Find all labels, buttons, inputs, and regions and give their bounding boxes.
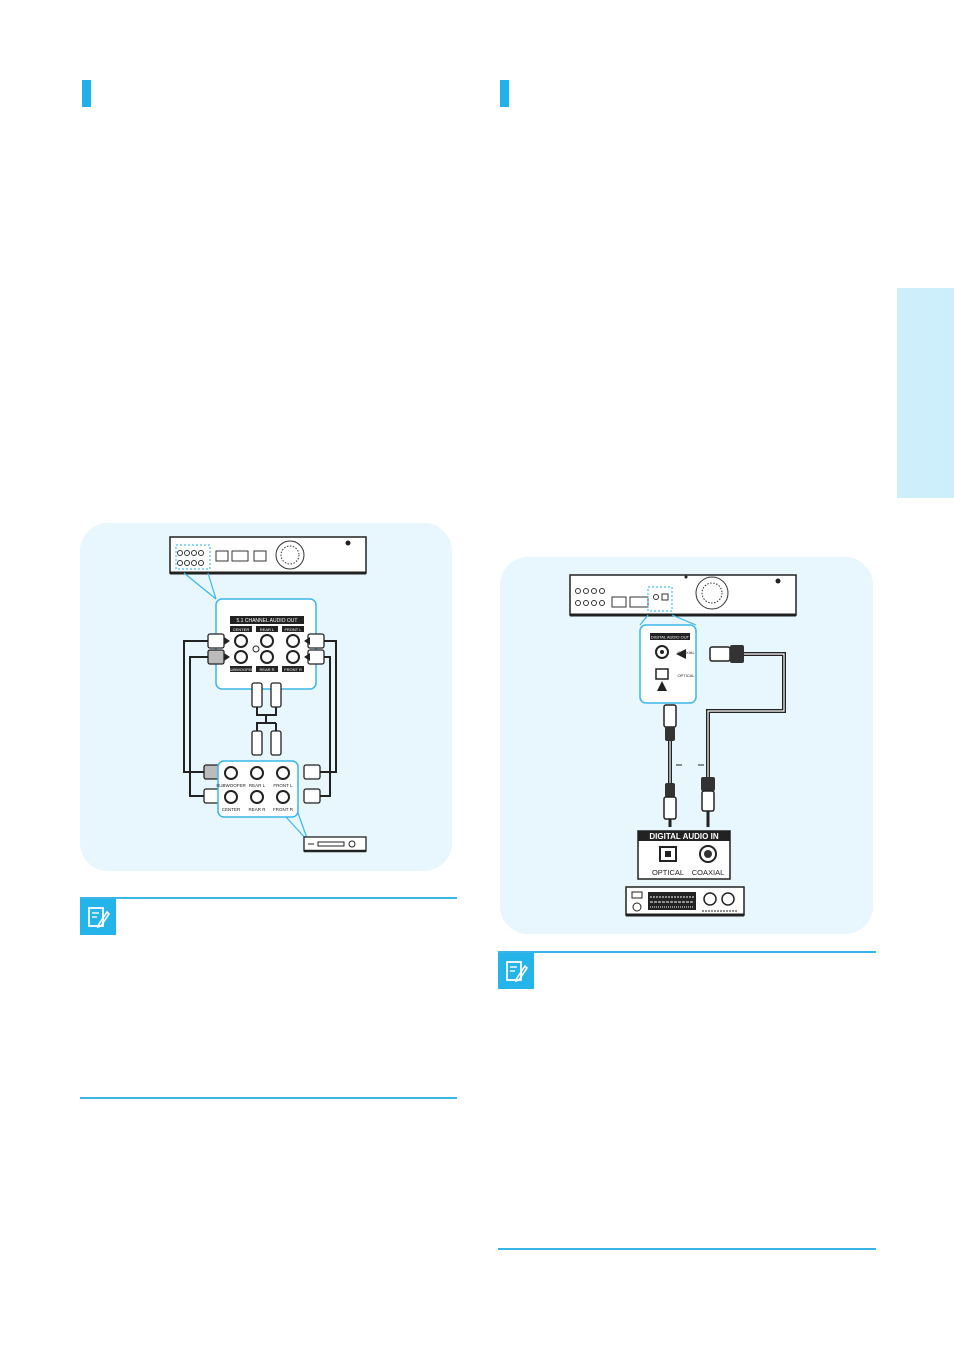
coaxial-label-small: COAXIAL — [677, 650, 695, 655]
label-rear-r: REAR R — [259, 667, 274, 672]
optical-label-small: OPTICAL — [677, 673, 695, 678]
left-note-top-rule — [80, 897, 457, 899]
note-pencil-icon — [506, 961, 529, 983]
audio-out-title: 5.1 CHANNEL AUDIO OUT — [237, 618, 298, 624]
digital-audio-in-block: DIGITAL AUDIO IN OPTICAL COAXIAL — [637, 830, 731, 880]
amp-label-front-r: FRONT R — [273, 807, 294, 812]
label-subwoofer: SUBWOOFER — [228, 667, 254, 672]
left-note-bottom-rule — [80, 1097, 457, 1099]
left-section-marker — [82, 80, 91, 107]
right-note-icon — [498, 953, 534, 989]
digital-audio-connection-diagram: DIGITAL AUDIO OUT COAXIAL OPTICAL — [569, 574, 797, 917]
amplifier-unit — [625, 886, 745, 917]
5-1-channel-audio-out-block: 5.1 CHANNEL AUDIO OUT CENTER REAR L FRON… — [215, 598, 317, 690]
optical-cable — [663, 704, 677, 827]
player-rear-panel — [569, 574, 797, 617]
receiver-input-block: SUBWOOFER REAR L FRONT L CENTER REAR R F… — [216, 760, 299, 818]
label-front-l: FRONT L — [284, 627, 302, 632]
av-receiver-unit — [303, 836, 367, 853]
amp-label-rear-r: REAR R — [248, 807, 266, 812]
amp-label-rear-l: REAR L — [249, 783, 266, 788]
amp-label-front-l: FRONT L — [273, 783, 293, 788]
label-front-r: FRONT R — [284, 667, 302, 672]
digital-audio-in-title: DIGITAL AUDIO IN — [649, 832, 718, 841]
right-note-bottom-rule — [498, 1248, 876, 1250]
5-1-channel-connection-diagram: 5.1 CHANNEL AUDIO OUT CENTER REAR L FRON… — [169, 536, 367, 853]
coaxial-input-label: COAXIAL — [692, 868, 725, 877]
coaxial-cable — [701, 645, 786, 827]
label-rear-l: REAR L — [260, 627, 275, 632]
amp-label-center: CENTER — [222, 807, 241, 812]
chapter-side-tab — [897, 288, 954, 498]
right-note-top-rule — [498, 951, 876, 953]
note-pencil-icon — [88, 907, 111, 929]
right-diagram-panel: DIGITAL AUDIO OUT COAXIAL OPTICAL — [500, 557, 873, 934]
left-diagram-panel: 5.1 CHANNEL AUDIO OUT CENTER REAR L FRON… — [80, 523, 452, 871]
label-center: CENTER — [233, 627, 250, 632]
digital-audio-out-block: DIGITAL AUDIO OUT COAXIAL OPTICAL — [639, 624, 697, 704]
digital-audio-out-title: DIGITAL AUDIO OUT — [651, 635, 690, 640]
amp-label-subwoofer: SUBWOOFER — [216, 783, 246, 788]
left-note-icon — [80, 899, 116, 935]
optical-input-label: OPTICAL — [652, 868, 684, 877]
player-rear-panel — [169, 536, 367, 575]
right-section-marker — [500, 80, 509, 107]
